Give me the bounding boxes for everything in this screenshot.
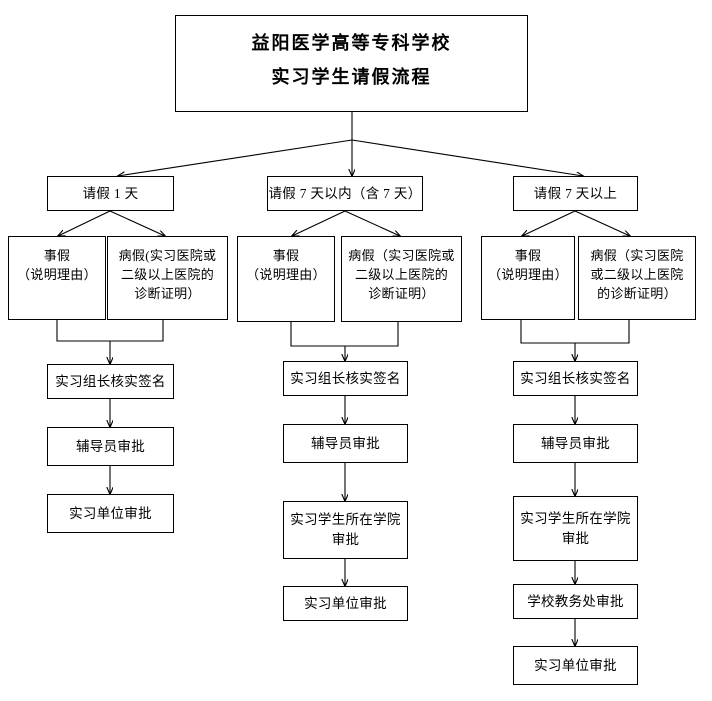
branch-header-over-7-days[interactable]: 请假 7 天以上 — [513, 176, 638, 211]
leave-line: 或二级以上医院 — [590, 266, 684, 282]
edge-branch2-to-personal — [292, 210, 346, 236]
branch-1-personal-leave-box[interactable]: 事假 （说明理由） — [8, 236, 106, 320]
leave-line: 病假(实习医院或 — [118, 248, 217, 263]
step-label: 实习单位审批 — [534, 657, 617, 673]
leave-line: 病假（实习医院 — [590, 248, 684, 263]
branch-1-step-1[interactable]: 实习组长核实签名 — [47, 364, 174, 399]
branch-2-step-4[interactable]: 实习单位审批 — [283, 586, 408, 621]
branch-header-1-day[interactable]: 请假 1 天 — [47, 176, 174, 211]
step-label: 辅导员审批 — [76, 438, 145, 454]
branch-3-step-1[interactable]: 实习组长核实签名 — [513, 361, 638, 396]
step-label: 实习组长核实签名 — [520, 370, 631, 386]
leave-line: 诊断证明） — [368, 285, 435, 301]
leave-line: 事假 — [43, 248, 71, 263]
edge-title-to-branch-3 — [351, 139, 583, 176]
branch-2-step-2[interactable]: 辅导员审批 — [283, 424, 408, 463]
edge-branch1-to-personal — [58, 210, 111, 236]
step-label: 实习学生所在学院 审批 — [290, 512, 401, 547]
branch-2-step-1[interactable]: 实习组长核实签名 — [283, 361, 408, 396]
branch-header-label: 请假 7 天以上 — [533, 185, 618, 201]
step-label: 实习单位审批 — [304, 595, 387, 611]
step-label: 实习单位审批 — [69, 505, 152, 521]
edge-branch2-merge — [290, 322, 399, 347]
branch-2-sick-leave-box[interactable]: 病假（实习医院或 二级以上医院的 诊断证明） — [341, 236, 462, 322]
step-label: 辅导员审批 — [541, 435, 610, 451]
edge-branch3-to-sick — [574, 210, 630, 236]
leave-line: （说明理由） — [488, 266, 568, 282]
branch-3-personal-leave-box[interactable]: 事假 （说明理由） — [481, 236, 575, 320]
branch-header-label: 请假 7 天以内（含 7 天） — [268, 185, 422, 201]
chart-title-line-2: 实习学生请假流程 — [271, 67, 432, 88]
leave-line: 事假 — [514, 248, 542, 263]
branch-1-step-2[interactable]: 辅导员审批 — [47, 427, 174, 466]
leave-line: 二级以上医院的 — [354, 266, 449, 282]
branch-2-personal-leave-box[interactable]: 事假 （说明理由） — [237, 236, 335, 322]
leave-line: 事假 — [272, 248, 300, 263]
branch-3-step-2[interactable]: 辅导员审批 — [513, 424, 638, 463]
branch-1-step-3[interactable]: 实习单位审批 — [47, 494, 174, 533]
leave-line: （说明理由） — [17, 266, 97, 282]
edge-branch1-to-sick — [109, 210, 165, 236]
edge-branch1-merge — [56, 320, 164, 342]
edge-title-to-branch-1 — [118, 139, 353, 176]
step-label: 实习学生所在学院 审批 — [520, 510, 631, 546]
leave-line: 二级以上医院的 — [120, 266, 215, 282]
branch-3-step-5[interactable]: 实习单位审批 — [513, 646, 638, 685]
leave-line: 诊断证明） — [134, 285, 201, 301]
branch-3-step-4[interactable]: 学校教务处审批 — [513, 584, 638, 619]
chart-title-box: 益阳医学高等专科学校 实习学生请假流程 — [175, 15, 528, 112]
leave-line: （说明理由） — [246, 266, 326, 282]
leave-line: 的诊断证明） — [597, 285, 677, 301]
edge-branch2-to-sick — [344, 210, 400, 236]
leave-line: 病假（实习医院或 — [348, 248, 455, 263]
branch-3-step-3[interactable]: 实习学生所在学院 审批 — [513, 496, 638, 561]
branch-3-sick-leave-box[interactable]: 病假（实习医院 或二级以上医院 的诊断证明） — [578, 236, 696, 320]
branch-header-label: 请假 1 天 — [82, 185, 139, 201]
step-label: 实习组长核实签名 — [290, 370, 401, 386]
branch-2-step-3[interactable]: 实习学生所在学院 审批 — [283, 501, 408, 559]
step-label: 学校教务处审批 — [527, 593, 624, 609]
step-label: 实习组长核实签名 — [55, 373, 166, 389]
branch-header-within-7-days[interactable]: 请假 7 天以内（含 7 天） — [267, 176, 423, 211]
edge-branch3-merge — [520, 320, 630, 344]
branch-1-sick-leave-box[interactable]: 病假(实习医院或 二级以上医院的 诊断证明） — [107, 236, 228, 320]
step-label: 辅导员审批 — [311, 435, 380, 451]
chart-title-line-1: 益阳医学高等专科学校 — [251, 33, 452, 53]
edge-branch3-to-personal — [522, 210, 576, 236]
